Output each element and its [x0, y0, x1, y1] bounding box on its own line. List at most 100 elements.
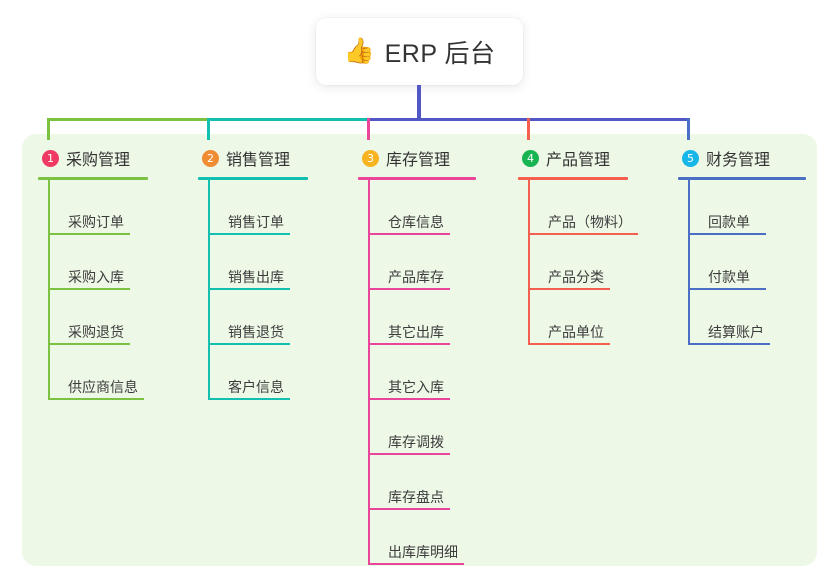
column-header-rule	[678, 177, 806, 180]
root-node-title: ERP 后台	[384, 39, 496, 68]
leaf-rule	[48, 233, 130, 235]
column-title: 采购管理	[66, 152, 131, 169]
branch-drop-connector	[47, 118, 50, 140]
column-title: 财务管理	[706, 152, 771, 169]
leaf-label: 仓库信息	[388, 214, 444, 230]
column-header-rule	[38, 177, 148, 180]
leaf-label: 回款单	[708, 214, 750, 230]
leaf-item[interactable]: 其它出库	[358, 290, 498, 345]
leaf-item[interactable]: 产品库存	[358, 235, 498, 290]
leaf-rule	[208, 233, 290, 235]
leaf-rule	[208, 343, 290, 345]
leaf-label: 采购订单	[68, 214, 124, 230]
leaf-item[interactable]: 回款单	[678, 180, 818, 235]
leaf-label: 销售订单	[228, 214, 284, 230]
leaf-label: 销售出库	[228, 269, 284, 285]
leaf-rule	[688, 233, 766, 235]
root-stem-connector	[417, 85, 421, 121]
branch-spine	[528, 180, 530, 345]
leaf-rule	[528, 343, 610, 345]
leaf-rule	[528, 288, 610, 290]
leaf-label: 库存盘点	[388, 489, 444, 505]
leaf-item[interactable]: 库存调拨	[358, 400, 498, 455]
leaf-item[interactable]: 产品（物料）	[518, 180, 658, 235]
branch-spine	[48, 180, 50, 400]
column-number-badge: 3	[362, 149, 379, 167]
branch-drop-connector	[687, 118, 690, 140]
leaf-rule	[48, 288, 130, 290]
leaf-label: 出库库明细	[388, 544, 458, 560]
column-header-rule	[518, 177, 628, 180]
leaf-label: 客户信息	[228, 379, 284, 395]
branch-spine	[368, 180, 370, 565]
leaf-label: 采购退货	[68, 324, 124, 340]
leaf-list: 回款单付款单结算账户	[678, 180, 818, 345]
leaf-item[interactable]: 采购入库	[38, 235, 178, 290]
leaf-item[interactable]: 供应商信息	[38, 345, 178, 400]
column-number-badge: 5	[682, 149, 699, 167]
bus-segment	[207, 118, 370, 121]
column-header-rule	[358, 177, 476, 180]
thumbs-up-icon: 👍	[343, 37, 375, 65]
leaf-rule	[528, 233, 638, 235]
leaf-label: 其它入库	[388, 379, 444, 395]
leaf-label: 产品单位	[548, 324, 604, 340]
leaf-rule	[368, 453, 450, 455]
leaf-item[interactable]: 付款单	[678, 235, 818, 290]
leaf-label: 采购入库	[68, 269, 124, 285]
column-number-badge: 4	[522, 149, 539, 167]
leaf-label: 结算账户	[708, 324, 764, 340]
branch-drop-connector	[527, 118, 530, 140]
column-财务管理: 5 财务管理回款单付款单结算账户	[678, 146, 818, 345]
leaf-rule	[368, 288, 450, 290]
leaf-item[interactable]: 客户信息	[198, 345, 338, 400]
branch-spine	[688, 180, 690, 345]
leaf-list: 仓库信息产品库存其它出库其它入库库存调拨库存盘点出库库明细	[358, 180, 498, 565]
leaf-item[interactable]: 采购订单	[38, 180, 178, 235]
leaf-label: 库存调拨	[388, 434, 444, 450]
leaf-item[interactable]: 销售出库	[198, 235, 338, 290]
column-number-badge: 1	[42, 149, 59, 167]
leaf-item[interactable]: 产品分类	[518, 235, 658, 290]
leaf-label: 产品分类	[548, 269, 604, 285]
leaf-label: 产品库存	[388, 269, 444, 285]
leaf-item[interactable]: 结算账户	[678, 290, 818, 345]
leaf-rule	[688, 343, 770, 345]
root-node-card[interactable]: 👍 ERP 后台	[316, 18, 523, 85]
leaf-list: 产品（物料） 产品分类产品单位	[518, 180, 658, 345]
leaf-item[interactable]: 其它入库	[358, 345, 498, 400]
leaf-item[interactable]: 销售退货	[198, 290, 338, 345]
column-header[interactable]: 5 财务管理	[678, 146, 818, 170]
leaf-rule	[368, 563, 464, 565]
leaf-label: 付款单	[708, 269, 750, 285]
leaf-item[interactable]: 库存盘点	[358, 455, 498, 510]
column-header[interactable]: 1 采购管理	[38, 146, 178, 170]
column-采购管理: 1 采购管理采购订单采购入库采购退货供应商信息	[38, 146, 178, 400]
bus-segment	[367, 118, 530, 121]
leaf-item[interactable]: 销售订单	[198, 180, 338, 235]
column-header-rule	[198, 177, 308, 180]
leaf-label: 其它出库	[388, 324, 444, 340]
leaf-rule	[208, 398, 290, 400]
leaf-rule	[368, 343, 450, 345]
column-title: 销售管理	[226, 152, 291, 169]
branch-drop-connector	[367, 118, 370, 140]
leaf-rule	[208, 288, 290, 290]
leaf-item[interactable]: 出库库明细	[358, 510, 498, 565]
bus-segment	[47, 118, 210, 121]
leaf-rule	[48, 398, 144, 400]
leaf-rule	[368, 398, 450, 400]
leaf-item[interactable]: 采购退货	[38, 290, 178, 345]
leaf-label: 销售退货	[228, 324, 284, 340]
branch-drop-connector	[207, 118, 210, 140]
leaf-rule	[368, 508, 450, 510]
leaf-item[interactable]: 产品单位	[518, 290, 658, 345]
diagram-panel	[22, 134, 817, 566]
leaf-item[interactable]: 仓库信息	[358, 180, 498, 235]
